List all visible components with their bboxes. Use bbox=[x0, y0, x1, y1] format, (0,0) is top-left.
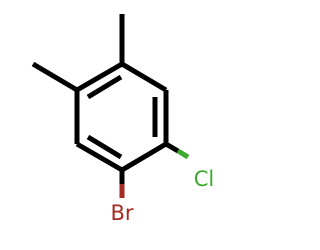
atom-labels: Cl Br bbox=[110, 167, 214, 225]
substituent-bonds bbox=[31, 14, 190, 198]
methyl-bond-left bbox=[31, 61, 79, 93]
inner-bond-bottom-left bbox=[86, 134, 123, 160]
cl-bond-halogen-half bbox=[176, 148, 190, 160]
molecule-structure: Cl Br bbox=[31, 14, 214, 225]
ring-bonds bbox=[74, 61, 169, 173]
cl-bond-carbon-half bbox=[164, 141, 180, 154]
ring-bond-top-left bbox=[75, 61, 124, 93]
ring-bond-bottom-left bbox=[75, 141, 124, 173]
aromatic-inner-bonds bbox=[86, 74, 158, 160]
ring-bond-bottom-right bbox=[120, 141, 168, 173]
inner-bond-top-left bbox=[86, 74, 123, 100]
chlorine-label: Cl bbox=[194, 167, 215, 191]
ring-bond-top-right bbox=[120, 61, 168, 93]
bromine-label: Br bbox=[110, 201, 133, 225]
